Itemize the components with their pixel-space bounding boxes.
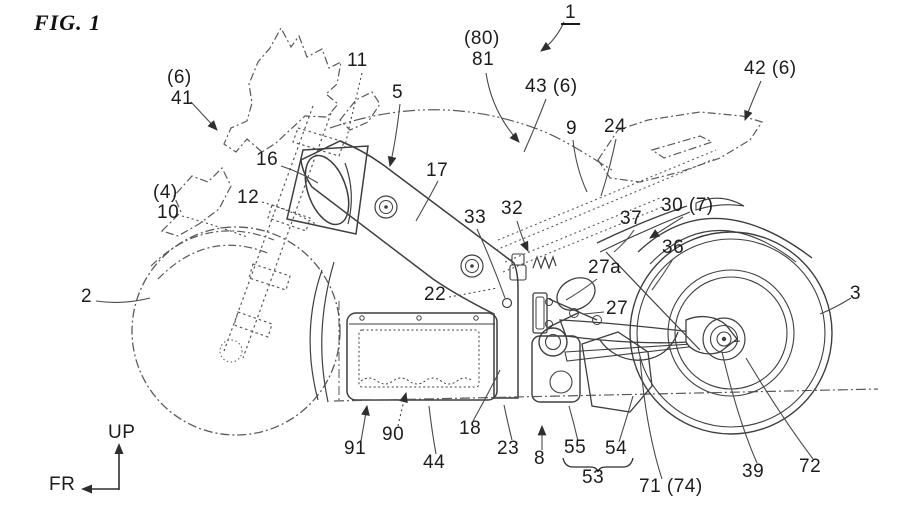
ref-label-72: 72 bbox=[799, 456, 822, 477]
ref-label-4-paren: (4) bbox=[153, 182, 178, 203]
ref-label-42: 42 (6) bbox=[744, 58, 797, 79]
swingarm bbox=[559, 315, 741, 362]
ref-label-22: 22 bbox=[424, 284, 447, 305]
ref-label-71: 71 (74) bbox=[639, 476, 703, 497]
ref-label-80-paren: (80) bbox=[464, 28, 500, 49]
ref-label-18: 18 bbox=[459, 418, 482, 439]
front-wheel bbox=[131, 226, 341, 436]
ref-label-54: 54 bbox=[605, 438, 628, 459]
ref-label-32: 32 bbox=[501, 198, 524, 219]
ref-label-36: 36 bbox=[662, 237, 685, 258]
ref-label-33: 33 bbox=[464, 207, 487, 228]
ref-label-12: 12 bbox=[237, 187, 260, 208]
steering-bracket bbox=[286, 145, 369, 235]
brace-53 bbox=[562, 457, 634, 473]
main-frame bbox=[300, 140, 519, 399]
ref-label-6-paren: (6) bbox=[167, 67, 192, 88]
body-top-phantom bbox=[329, 109, 613, 171]
ref-label-24: 24 bbox=[604, 116, 627, 137]
seat-rails bbox=[495, 149, 717, 273]
motor-unit bbox=[531, 327, 653, 413]
ref-label-23: 23 bbox=[497, 438, 520, 459]
rider-cowl-phantom bbox=[160, 26, 381, 237]
ref-label-39: 39 bbox=[742, 461, 765, 482]
ref-label-27a: 27a bbox=[588, 257, 622, 278]
leader-lines bbox=[95, 21, 852, 480]
ref-label-37: 37 bbox=[620, 208, 643, 229]
front-fender bbox=[150, 230, 275, 280]
ref-label-91: 91 bbox=[344, 438, 367, 459]
ref-label-2: 2 bbox=[81, 286, 93, 307]
bottom-rail bbox=[333, 388, 879, 402]
axis-label-fr: FR bbox=[49, 474, 76, 495]
ref-label-53: 53 bbox=[582, 467, 605, 488]
axis-arrows bbox=[81, 443, 124, 494]
ref-label-81: 81 bbox=[472, 49, 495, 70]
ref-label-90: 90 bbox=[382, 424, 405, 445]
ref-label-8: 8 bbox=[534, 448, 546, 469]
ref-label-17: 17 bbox=[426, 160, 449, 181]
axis-label-up: UP bbox=[108, 422, 136, 443]
battery-box bbox=[309, 261, 498, 403]
ref-label-1: 1 bbox=[561, 3, 581, 25]
linkage bbox=[509, 253, 602, 334]
ref-label-55: 55 bbox=[564, 437, 587, 458]
ref-label-30: 30 (7) bbox=[661, 195, 714, 216]
ref-label-27: 27 bbox=[606, 298, 629, 319]
ref-label-16: 16 bbox=[256, 149, 279, 170]
ref-label-5: 5 bbox=[392, 82, 404, 103]
ref-label-41: 41 bbox=[171, 88, 194, 109]
ref-label-9: 9 bbox=[566, 118, 578, 139]
ref-label-10: 10 bbox=[157, 202, 180, 223]
ref-label-43: 43 (6) bbox=[525, 76, 578, 97]
tail-phantom bbox=[597, 111, 763, 183]
ref-label-3: 3 bbox=[850, 283, 862, 304]
front-fork bbox=[223, 105, 345, 359]
figure-title: FIG. 1 bbox=[34, 10, 102, 35]
ref-label-44: 44 bbox=[423, 452, 446, 473]
ref-label-11: 11 bbox=[347, 50, 368, 71]
